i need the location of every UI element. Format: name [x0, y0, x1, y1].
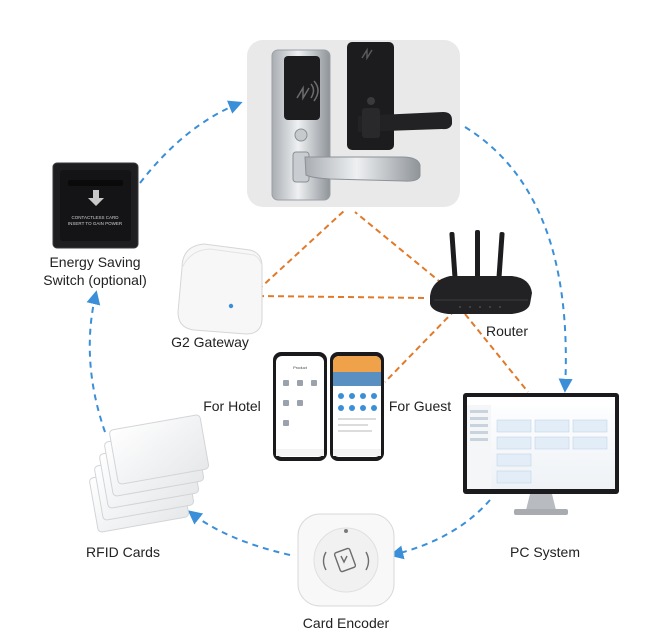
router-label: Router: [485, 323, 529, 339]
nfc-icon: [296, 80, 319, 102]
cycle-arrows: [86, 100, 573, 560]
arrow-pc-to-encoder: [389, 499, 491, 560]
for-guest-label: For Guest: [388, 398, 452, 414]
link-gateway-lock: [257, 209, 346, 291]
lock-front: [271, 49, 421, 201]
door-lock-panel: [247, 40, 460, 207]
switch-text-line2: INSERT TO GAIN POWER: [68, 221, 123, 226]
router: [430, 230, 532, 314]
lock-back: [347, 42, 452, 150]
energy-saving-switch: CONTACTLESS CARD INSERT TO GAIN POWER: [52, 162, 139, 249]
link-gateway-router: [257, 295, 429, 299]
led-icon: [228, 303, 234, 309]
insert-arrow-icon: [88, 190, 104, 206]
pc-tiles: [496, 419, 608, 484]
energy-switch-label-line2: Switch (optional): [43, 272, 147, 288]
nfc-icon: [322, 547, 370, 573]
for-hotel-label: For Hotel: [203, 398, 261, 414]
energy-switch-label-line1: Energy Saving: [49, 254, 141, 270]
phone-guest: [330, 352, 384, 461]
pc-system-label: PC System: [509, 544, 580, 560]
g2-gateway: [177, 243, 263, 335]
rfid-cards: [89, 414, 210, 533]
switch-text-line1: CONTACTLESS CARD: [72, 215, 120, 220]
arrow-switch-to-lock: [139, 100, 243, 184]
card-encoder: [297, 513, 395, 607]
arrow-lock-to-pc: [464, 126, 573, 393]
link-router-lock: [354, 211, 451, 291]
arrow-encoder-to-cards: [187, 510, 291, 556]
card-encoder-label: Card Encoder: [302, 615, 390, 631]
network-links: [257, 209, 529, 393]
energy-switch-label: Energy Saving Switch (optional): [15, 253, 175, 289]
rfid-cards-label: RFID Cards: [86, 544, 160, 560]
gateway-label: G2 Gateway: [171, 334, 249, 350]
phone-hotel-grid: [283, 380, 317, 426]
pc-monitor: [463, 393, 619, 515]
phone-hotel-title: Product: [293, 365, 308, 370]
phone-guest-grid: [338, 393, 377, 411]
link-router-pc: [464, 313, 529, 393]
phone-hotel: Product: [273, 352, 327, 461]
arrow-cards-to-switch: [86, 290, 106, 433]
link-router-phone: [384, 309, 456, 383]
